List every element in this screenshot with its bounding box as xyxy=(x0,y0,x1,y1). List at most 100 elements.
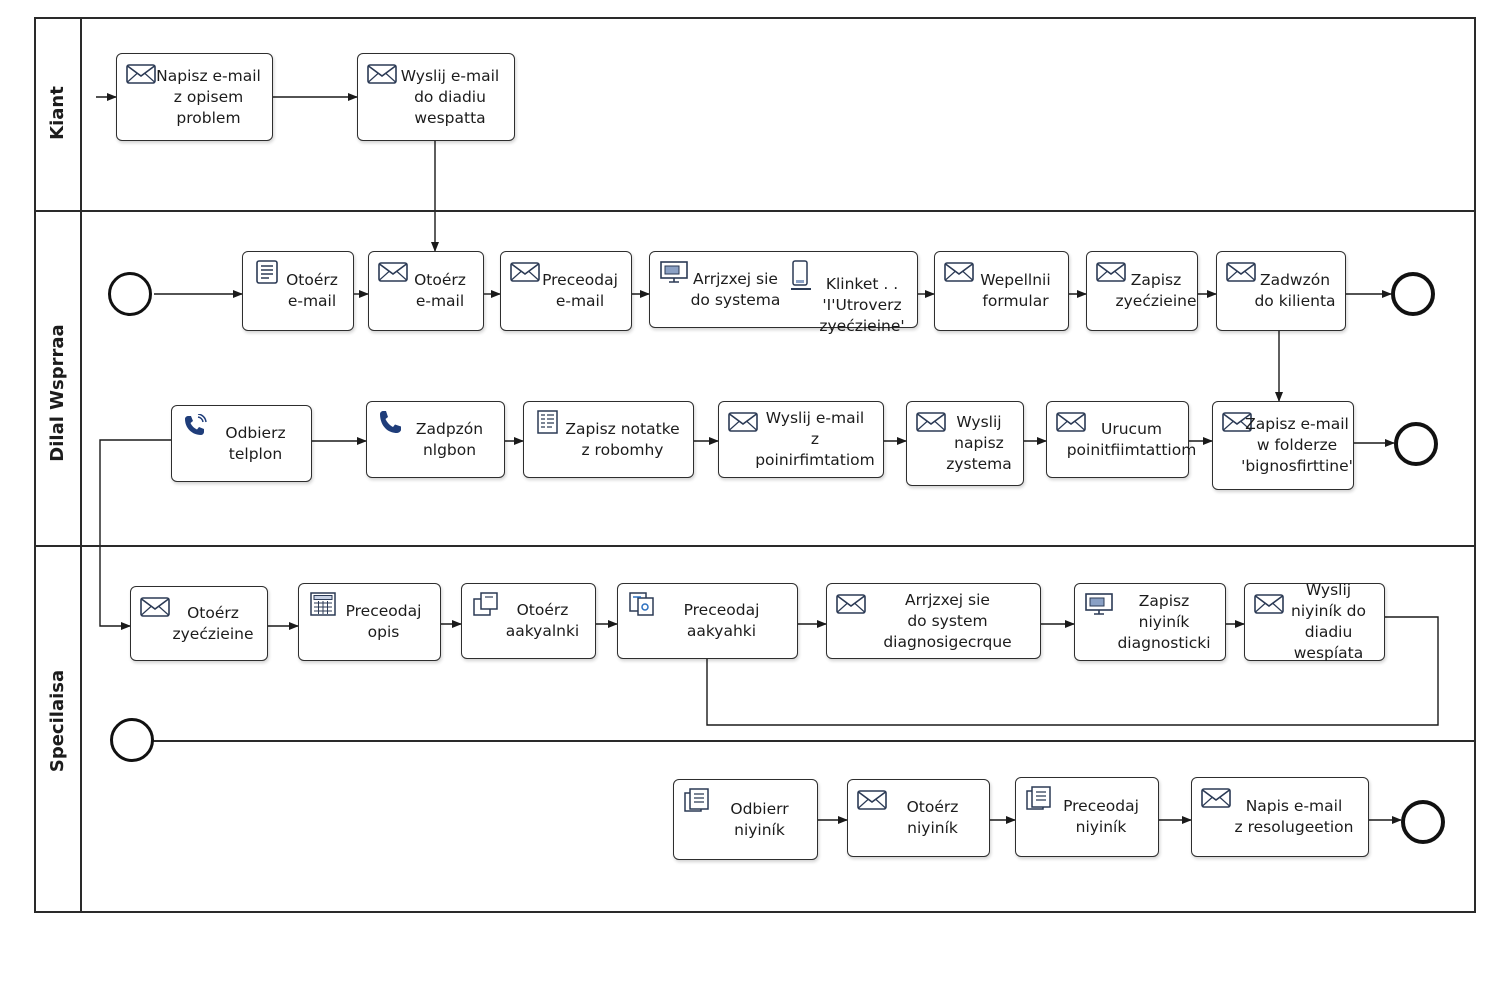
task-label: Preceodaj opis xyxy=(345,602,422,641)
task-process-attachments[interactable]: Preceodaj aakyahki xyxy=(617,583,798,659)
task-label: Odbierr niyiník xyxy=(730,799,789,839)
envelope-icon xyxy=(1254,592,1284,616)
document-icon xyxy=(252,260,282,284)
task-send-info-email[interactable]: Wyslij e-mail z poinirfimtatiom xyxy=(718,401,884,478)
envelope-icon xyxy=(1222,410,1252,434)
task-label: Napis e-mail z resolugeetion xyxy=(1234,797,1354,836)
envelope-icon xyxy=(728,410,758,434)
envelope-icon xyxy=(1201,786,1231,810)
task-call-back[interactable]: Zadpzón nlgbon xyxy=(366,401,505,478)
intermediate-event-specialist[interactable] xyxy=(110,718,154,762)
task-fill-form[interactable]: Wepellnii formular xyxy=(934,251,1069,331)
task-open-email-2[interactable]: Otoérz e-mail xyxy=(368,251,484,331)
task-label: Zadpzón nlgbon xyxy=(415,419,484,459)
task-open-result[interactable]: Otoérz niyiník xyxy=(847,779,990,857)
task-save-ticket[interactable]: Zapisz zyećzieine xyxy=(1086,251,1198,331)
envelope-icon xyxy=(857,788,887,812)
task-label: Zapisz notatke z robomhy xyxy=(565,419,680,459)
envelope-icon xyxy=(916,410,946,434)
lane-title-client: Kiant xyxy=(47,86,68,140)
attachment-icon xyxy=(627,592,657,616)
task-send-result[interactable]: Wyslij niyiník do diadiu wespíata xyxy=(1244,581,1385,662)
task-write-email[interactable]: Napisz e-mail z opisem problem xyxy=(116,53,273,141)
calculator-icon xyxy=(308,592,338,616)
task-save-diagnostic-result[interactable]: Zapisz niyiník diagnosticki xyxy=(1074,583,1226,661)
envelope-icon xyxy=(836,592,866,616)
envelope-icon xyxy=(1056,410,1086,434)
task-label: Zapisz e-mail w folderze 'bignosfirttine… xyxy=(1241,415,1353,475)
sublane-divider xyxy=(134,740,1476,742)
task-process-result[interactable]: Preceodaj niyiník xyxy=(1015,777,1159,857)
phone-ring-icon xyxy=(181,413,211,438)
process-pool xyxy=(34,17,1476,913)
sequence-flows xyxy=(96,93,1439,824)
task-write-resolution-email[interactable]: Napis e-mail z resolugeetion xyxy=(1191,777,1369,857)
task-label: Odbierz telplon xyxy=(225,423,286,463)
task-answer-phone[interactable]: Odbierz telplon xyxy=(171,405,312,482)
monitor-icon xyxy=(659,260,689,284)
envelope-icon xyxy=(510,260,540,284)
envelope-icon xyxy=(1226,260,1256,284)
task-label: Otoérz e-mail xyxy=(286,271,338,310)
task-open-email-1[interactable]: Otoérz e-mail xyxy=(242,251,354,331)
task-save-email-folder[interactable]: Zapisz e-mail w folderze 'bignosfirttine… xyxy=(1212,401,1354,490)
task-process-email[interactable]: Preceodaj e-mail xyxy=(500,251,632,331)
lane-title-support: Dilal Wsprraa xyxy=(47,324,68,462)
end-event-support-lower[interactable] xyxy=(1394,422,1438,466)
document-stack-icon xyxy=(1025,786,1055,810)
phone-icon xyxy=(376,410,406,434)
task-receive-result[interactable]: Odbierr niyiník xyxy=(673,779,818,860)
end-event-resolution[interactable] xyxy=(1401,800,1445,844)
task-label: Wyslij e-mail do diadiu wespatta xyxy=(400,66,500,127)
task-launch-info[interactable]: Urucum poinitfiimtattiom xyxy=(1046,401,1197,478)
task-label: Wyslij e-mail z poinirfimtatiom xyxy=(755,409,875,469)
envelope-icon xyxy=(126,62,156,86)
task-login-diagnostic-system[interactable]: Arrjzxej sie do system diagnosigecrque xyxy=(826,583,1041,659)
monitor-icon xyxy=(1084,592,1114,616)
lane-title-specialist: Specilaisa xyxy=(47,669,68,773)
task-send-system[interactable]: Wyslij napisz zystema xyxy=(906,401,1024,486)
lane-divider xyxy=(34,545,1476,547)
task-call-client[interactable]: Zadwzón do kilienta xyxy=(1216,251,1346,331)
task-label: Zadwzón do kilienta xyxy=(1254,271,1336,310)
task-label: Preceodaj e-mail xyxy=(542,271,618,310)
sequence-flow-arrow xyxy=(706,616,1439,726)
task-label: Otoérz niyiník xyxy=(906,798,959,837)
task-login-system[interactable]: Arrjzxej sie do systema Klinket . . 'I'Ut… xyxy=(649,251,918,335)
task-label: Preceodaj niyiník xyxy=(1063,797,1139,836)
sequence-flow-arrow xyxy=(99,439,171,630)
task-secondary-label: Klinket . . 'I'Utroverz zyećzieine' xyxy=(819,275,905,335)
lane-header-column xyxy=(34,17,82,913)
envelope-icon xyxy=(140,595,170,619)
task-save-note[interactable]: Zapisz notatke z robomhy xyxy=(523,401,694,478)
device-icon xyxy=(790,260,812,292)
notes-icon xyxy=(533,410,563,434)
lane-divider xyxy=(34,210,1476,212)
task-label: Preceodaj aakyahki xyxy=(683,601,760,640)
copy-icon xyxy=(471,592,501,616)
task-label: Zapisz niyiník diagnosticki xyxy=(1117,591,1211,652)
task-label: Arrjzxej sie do systema xyxy=(690,269,781,309)
task-label: Wyslij niyiník do diadiu wespíata xyxy=(1291,581,1366,662)
task-send-email[interactable]: Wyslij e-mail do diadiu wespatta xyxy=(357,53,515,141)
envelope-icon xyxy=(1096,260,1126,284)
envelope-icon xyxy=(367,62,397,86)
task-label: Wyslij napisz zystema xyxy=(946,413,1012,473)
task-open-ticket[interactable]: Otoérz zyećzieine xyxy=(130,586,268,661)
end-event-support-upper[interactable] xyxy=(1391,272,1435,316)
task-label: Zapisz zyećzieine xyxy=(1115,271,1197,310)
envelope-icon xyxy=(944,260,974,284)
task-label: Otoérz zyećzieine xyxy=(172,603,254,643)
task-label: Otoérz e-mail xyxy=(414,271,466,310)
task-process-description[interactable]: Preceodaj opis xyxy=(298,583,441,661)
document-stack-icon xyxy=(683,788,713,812)
task-open-attachments[interactable]: Otoérz aakyalnki xyxy=(461,583,596,659)
task-label: Wepellnii formular xyxy=(980,271,1051,310)
task-label: Urucum poinitfiimtattiom xyxy=(1066,419,1197,459)
task-label: Napisz e-mail z opisem problem xyxy=(156,66,261,127)
task-label: Otoérz aakyalnki xyxy=(505,601,580,640)
envelope-icon xyxy=(378,260,408,284)
start-event-support[interactable] xyxy=(108,272,152,316)
task-label: Arrjzxej sie do system diagnosigecrque xyxy=(883,590,1012,651)
